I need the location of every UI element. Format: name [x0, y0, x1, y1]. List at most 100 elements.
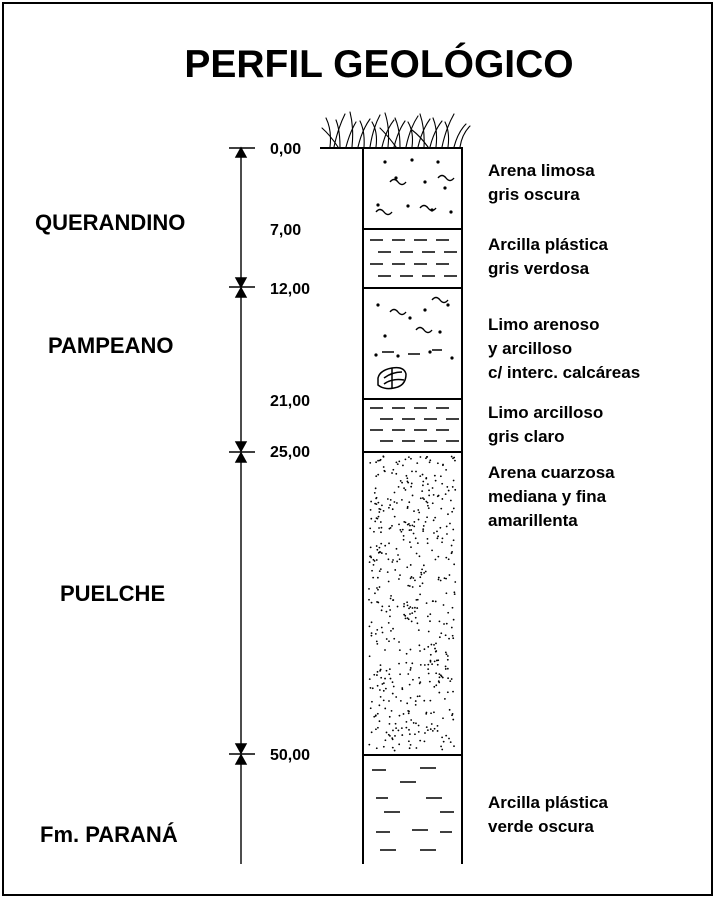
sand-dot	[454, 459, 456, 462]
sand-dot	[388, 527, 391, 530]
sand-dot	[378, 527, 380, 529]
depth-label: 25,00	[270, 444, 310, 461]
sand-dot	[408, 710, 410, 713]
sand-dot	[413, 521, 416, 523]
sand-dot	[374, 715, 377, 717]
sand-dot	[380, 552, 383, 554]
sand-dot	[451, 634, 454, 637]
sand-dot	[453, 591, 456, 594]
sand-dot	[378, 720, 381, 723]
sand-dot	[376, 203, 380, 207]
sand-dot	[422, 530, 425, 532]
sand-dot	[419, 650, 421, 652]
arrow-up-icon	[234, 146, 248, 158]
sand-dot	[451, 486, 454, 488]
sand-dot	[407, 456, 410, 458]
sand-dot	[425, 500, 428, 503]
sand-dot	[398, 714, 401, 717]
sand-dot	[435, 659, 438, 662]
sand-dot	[426, 501, 429, 504]
sand-dot	[377, 501, 380, 504]
description-line: verde oscura	[488, 817, 594, 836]
sand-dot	[406, 477, 409, 480]
sand-dot	[382, 510, 385, 512]
sand-dot	[441, 482, 444, 485]
sand-dot	[441, 541, 443, 544]
sand-dot	[451, 606, 454, 609]
sand-dot	[421, 582, 424, 585]
sand-dot	[425, 602, 428, 605]
sand-dot	[451, 714, 453, 717]
sand-dot	[438, 691, 441, 694]
sand-dot	[438, 620, 441, 623]
sand-dot	[406, 480, 409, 483]
sand-dot	[438, 673, 441, 676]
sand-dot	[446, 303, 450, 307]
sand-dot	[438, 636, 441, 639]
sand-dot	[434, 558, 437, 561]
sand-dot	[375, 559, 378, 561]
sand-dot	[384, 707, 387, 710]
sand-dot	[397, 486, 400, 488]
sand-dot	[427, 663, 430, 666]
sand-dot	[433, 727, 436, 730]
sand-dot	[411, 470, 413, 473]
sand-dot	[379, 664, 382, 667]
silt-mark	[419, 204, 437, 212]
sand-dot	[398, 523, 400, 526]
sand-dot	[410, 529, 413, 531]
sand-dot	[426, 537, 429, 540]
sand-dot	[425, 477, 428, 479]
sand-dot	[437, 555, 440, 558]
sand-dot	[394, 722, 397, 725]
sand-dot	[398, 743, 401, 746]
layer-description: Limo arenoso y arcilloso c/ interc. calc…	[488, 315, 640, 382]
layer-description: Arena cuarzosa mediana y fina amarillent…	[488, 463, 615, 530]
sand-dot	[441, 748, 444, 751]
sand-dot	[370, 731, 373, 734]
sand-dot	[430, 723, 433, 725]
sand-dot	[379, 670, 381, 672]
sand-dot	[379, 521, 382, 523]
sand-dot	[419, 739, 422, 742]
sand-dot	[406, 702, 409, 705]
sand-dot	[385, 552, 387, 555]
sand-dot	[381, 683, 384, 685]
sand-dot	[408, 747, 411, 750]
sand-dot	[407, 618, 410, 621]
sand-dot	[426, 615, 429, 618]
sand-dot	[391, 738, 394, 741]
sand-dot	[450, 356, 454, 360]
sand-dot	[404, 458, 407, 461]
sand-dot	[415, 470, 417, 473]
sand-dot	[452, 479, 455, 482]
sand-dot	[376, 576, 379, 579]
sand-dot	[381, 605, 384, 608]
sand-dot	[428, 461, 431, 464]
sand-dot	[407, 712, 410, 715]
sand-dot	[368, 678, 371, 681]
sand-dot	[393, 501, 396, 503]
sand-dot	[398, 662, 400, 665]
sand-dot	[439, 579, 442, 582]
sand-dot	[379, 668, 382, 671]
silt-mark	[415, 326, 433, 334]
sand-dot	[385, 610, 388, 613]
sand-dot	[373, 530, 375, 533]
sand-dot	[388, 722, 391, 725]
sand-dot	[434, 647, 436, 650]
sand-dot	[378, 570, 381, 573]
sand-dot	[447, 489, 450, 492]
sand-dot	[409, 648, 412, 651]
sand-dot	[423, 664, 426, 666]
sand-dot	[437, 578, 440, 581]
sand-dot	[391, 681, 394, 684]
sand-dot	[450, 544, 453, 547]
sand-dot	[423, 572, 426, 574]
sand-dot	[392, 627, 394, 630]
sand-dot	[419, 576, 422, 579]
sand-dot	[417, 518, 420, 521]
sand-dot	[369, 546, 372, 549]
sand-dot	[377, 726, 379, 729]
